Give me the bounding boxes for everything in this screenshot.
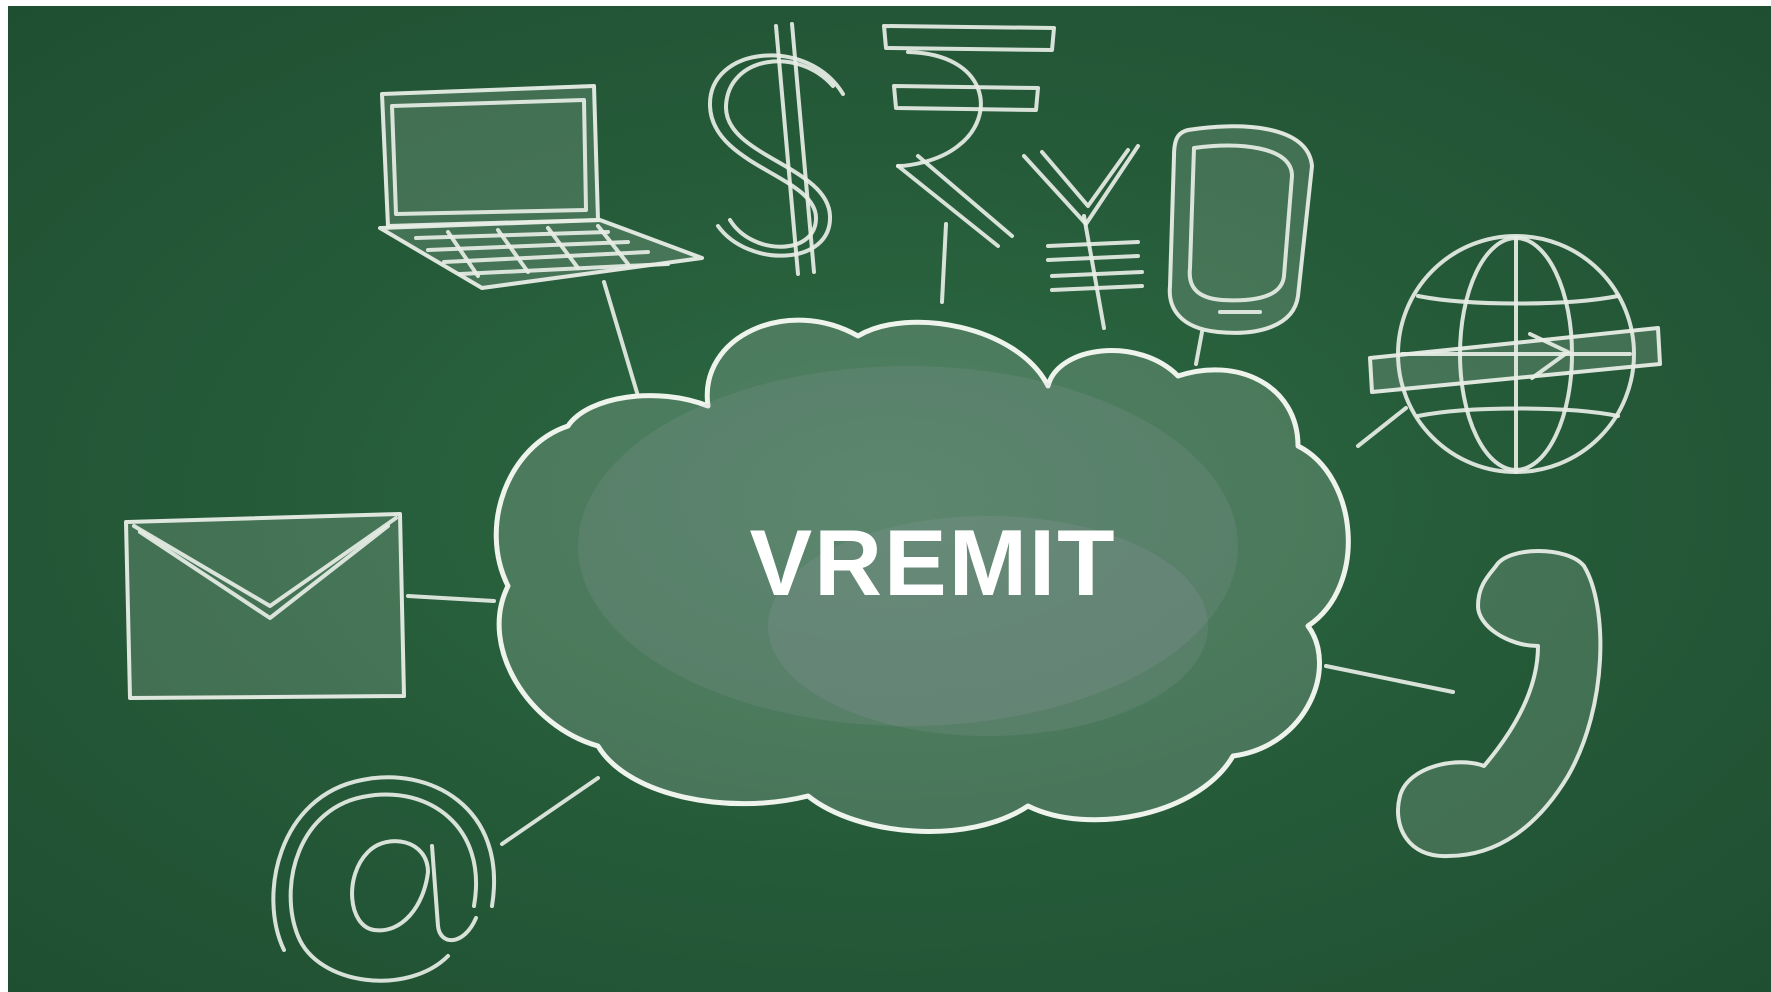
envelope-icon: [124, 512, 406, 700]
globe-icon: [1368, 234, 1662, 474]
dollar-icon: [707, 22, 845, 276]
chalk-drawing: [124, 22, 1662, 983]
cloud-icon: [493, 317, 1351, 834]
rupee-icon: [882, 24, 1056, 248]
at-sign-icon: [271, 775, 496, 983]
yen-icon: [1022, 144, 1144, 330]
chalkboard: VREMIT: [8, 6, 1771, 992]
brand-title: VREMIT: [749, 510, 1117, 615]
mobile-phone-icon: [1167, 124, 1314, 335]
telephone-handset-icon: [1396, 549, 1603, 859]
connector-lines: [406, 222, 1455, 846]
laptop-icon: [378, 84, 704, 290]
